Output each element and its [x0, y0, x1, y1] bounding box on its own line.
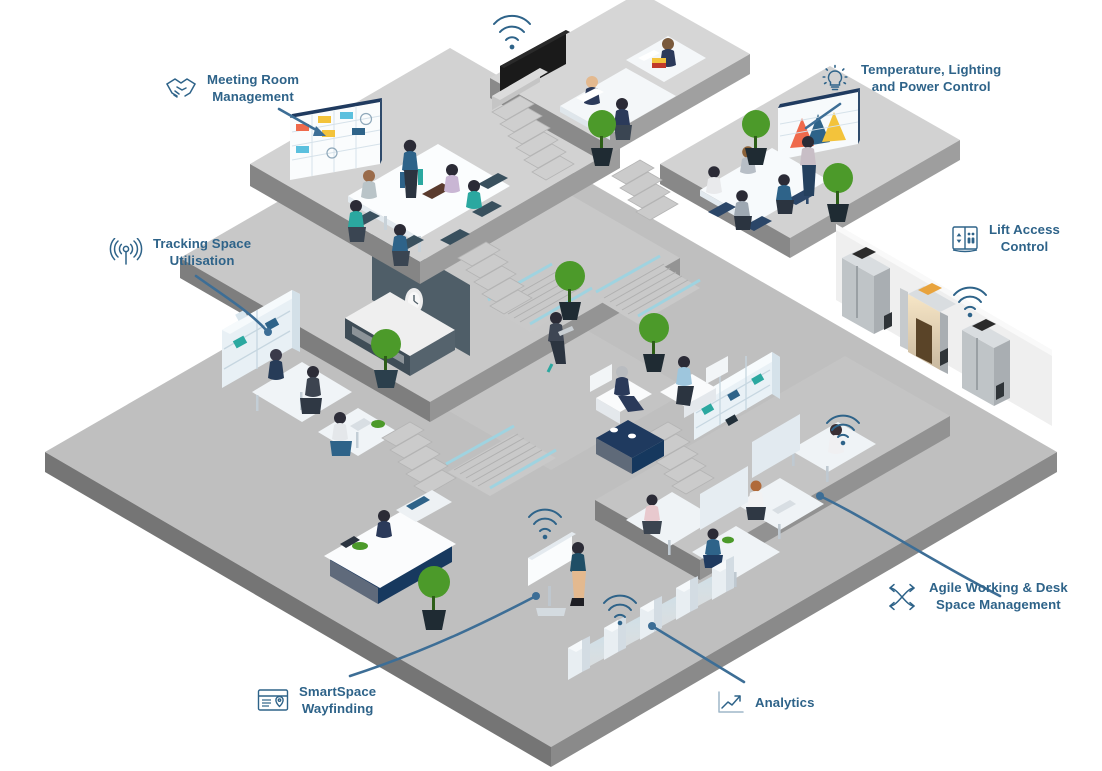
wifi-icon-lift [953, 286, 987, 318]
kiosk-pin-icon [257, 689, 289, 711]
person-standing [828, 424, 844, 454]
person-collab [706, 166, 722, 194]
person-kiosk-user [570, 542, 586, 606]
callout-tracking-space-utilisation[interactable]: Tracking Space Utilisation [108, 236, 251, 270]
plant-collab-1 [742, 110, 770, 165]
person-collab [734, 190, 752, 230]
plant-atrium-2 [639, 313, 669, 372]
security-turnstiles[interactable] [568, 556, 734, 680]
person-meeting [402, 139, 418, 198]
lift-panel-icon [952, 226, 978, 253]
callout-label: SmartSpace Wayfinding [299, 684, 377, 716]
person-seated [703, 528, 723, 568]
person-seated [268, 349, 284, 380]
person-lounge-left [614, 366, 644, 412]
wayfinding-kiosk[interactable] [528, 532, 586, 616]
leader-wayfinding [348, 592, 540, 678]
person-seated [330, 412, 352, 456]
leader-tracking [194, 274, 272, 336]
callout-label: Tracking Space Utilisation [153, 236, 252, 268]
office-bookshelf [222, 290, 300, 388]
wifi-icon-turnstile [603, 594, 637, 626]
meeting-schedule-board [290, 98, 382, 180]
person-presenter [800, 136, 816, 196]
person-lounge-right [676, 356, 694, 406]
beacon-signal-icon [109, 237, 143, 265]
callout-label: Analytics [755, 694, 815, 710]
person-walking [546, 312, 574, 373]
lightbulb-icon [822, 64, 848, 91]
person-seated [300, 366, 322, 414]
callout-meeting-room-management[interactable]: Meeting Room Management [164, 72, 299, 106]
person-receptionist [376, 510, 392, 538]
lift-card-readers[interactable] [884, 312, 1004, 400]
staircase-centre [457, 241, 533, 315]
line-chart-icon [718, 691, 744, 713]
wall-display-screen [492, 30, 570, 110]
callout-analytics[interactable]: Analytics [716, 690, 815, 716]
callout-label: Agile Working & Desk Space Management [929, 580, 1068, 612]
wifi-icon-agile [826, 414, 860, 446]
person-meeting [444, 164, 460, 193]
wifi-icon-office [493, 14, 531, 50]
callout-lift-access-control[interactable]: Lift Access Control [950, 222, 1060, 256]
plant-collab-2 [823, 163, 853, 222]
plant-exec [588, 110, 616, 166]
staircase-upper-right [611, 159, 679, 221]
atrium-lounge [590, 356, 728, 474]
open-plan-desks [252, 349, 398, 456]
callout-label: Lift Access Control [989, 222, 1060, 254]
person-meeting [466, 180, 482, 209]
person-seated [642, 494, 662, 534]
person-meeting [348, 200, 366, 242]
staircase-exec [491, 95, 575, 181]
person-collab [776, 174, 794, 214]
person-meeting [361, 170, 377, 199]
escalator-lower-left [445, 424, 557, 496]
agile-arrows-icon [889, 583, 915, 611]
callout-label: Temperature, Lighting and Power Control [861, 62, 1002, 94]
callout-agile-working-desk-space-management[interactable]: Agile Working & Desk Space Management [884, 580, 1068, 614]
leader-agile [816, 492, 1002, 598]
person-meeting [392, 224, 410, 266]
wifi-icon-kiosk [528, 508, 562, 540]
callout-leader-lines [194, 102, 1002, 684]
collab-table [700, 136, 828, 231]
escalator-upper-right [595, 254, 701, 324]
person-seated [746, 480, 766, 520]
plant-reception [418, 566, 450, 630]
agile-standing-desk [752, 414, 876, 482]
handshake-icon [166, 78, 196, 98]
agile-hot-desks [626, 466, 824, 587]
conference-table [348, 139, 510, 266]
leader-meeting-room [277, 107, 326, 136]
reception-desk [324, 490, 456, 604]
person-seated [614, 98, 632, 140]
leader-temperature [804, 102, 842, 130]
callout-temperature-lighting-power-control[interactable]: Temperature, Lighting and Power Control [818, 62, 1001, 96]
callout-smartspace-wayfinding[interactable]: SmartSpace Wayfinding [256, 684, 376, 718]
plant-atrium-1 [555, 261, 585, 320]
callout-label: Meeting Room Management [207, 72, 300, 104]
leader-analytics [648, 622, 746, 684]
plant-office [371, 329, 401, 388]
staircase-left [381, 421, 457, 495]
